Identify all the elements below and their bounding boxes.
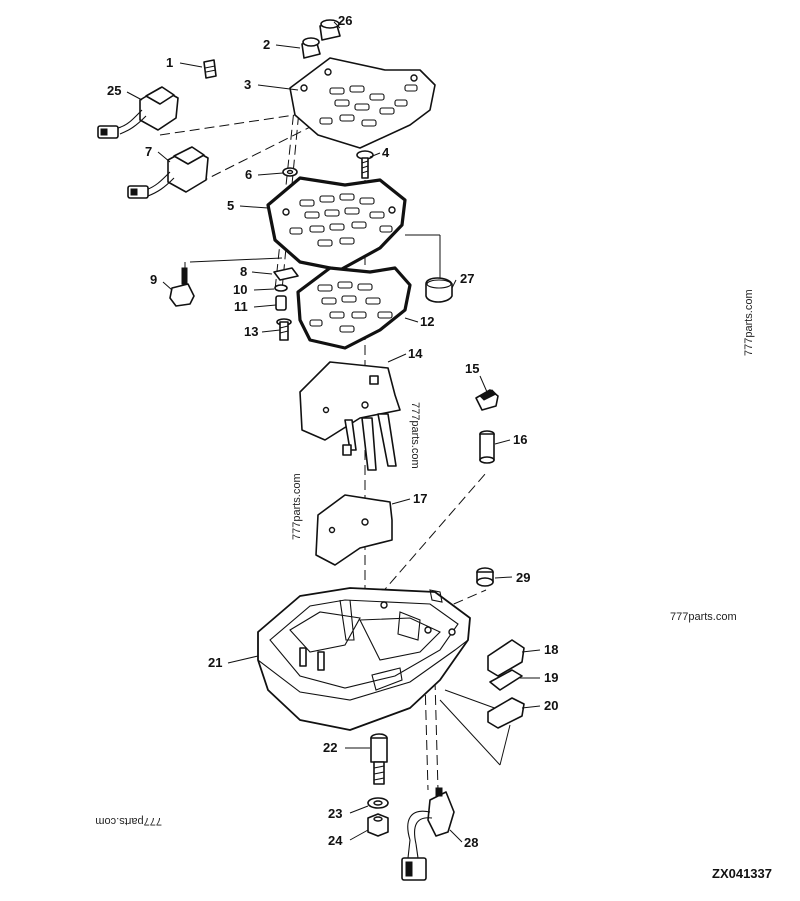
callout-18: 18 <box>544 642 558 657</box>
drawing-code: ZX041337 <box>712 866 772 881</box>
callout-11: 11 <box>234 299 248 314</box>
watermark-center-vertical-a: 777parts.com <box>291 473 303 540</box>
callout-2: 2 <box>263 37 270 52</box>
callout-25: 25 <box>107 83 121 98</box>
part-11-spacer <box>275 295 287 311</box>
part-8-bracket <box>273 267 299 281</box>
callout-3: 3 <box>244 77 251 92</box>
part-22-stud <box>370 733 388 785</box>
part-23-washer <box>367 797 389 809</box>
part-10-washer <box>274 284 288 292</box>
callout-12: 12 <box>420 314 434 329</box>
part-13-bolt <box>276 318 292 341</box>
part-25-switch-harness <box>97 86 179 139</box>
watermark-center-vertical-b: 777parts.com <box>409 402 421 469</box>
leader-lines <box>126 21 541 843</box>
callout-labels: 1 2 3 4 5 6 7 8 9 10 11 12 13 14 15 16 1… <box>107 13 558 850</box>
callout-28: 28 <box>464 835 478 850</box>
callout-4: 4 <box>382 145 390 160</box>
part-5-gasket <box>266 176 407 272</box>
callout-7: 7 <box>145 144 152 159</box>
callout-19: 19 <box>544 670 558 685</box>
callout-14: 14 <box>408 346 423 361</box>
part-2-cap <box>301 37 321 59</box>
callout-16: 16 <box>513 432 527 447</box>
callout-10: 10 <box>233 282 247 297</box>
part-3-top-plate <box>289 57 436 149</box>
part-20-pad <box>487 697 525 729</box>
callout-27: 27 <box>460 271 474 286</box>
callout-8: 8 <box>240 264 247 279</box>
part-4-screw <box>356 150 374 179</box>
callout-1: 1 <box>166 55 173 70</box>
part-17-plate <box>315 494 393 566</box>
callout-13: 13 <box>244 324 258 339</box>
part-26-cap <box>319 19 341 41</box>
callout-17: 17 <box>413 491 427 506</box>
callout-22: 22 <box>323 740 337 755</box>
callout-21: 21 <box>208 655 222 670</box>
part-12-gasket <box>296 266 412 350</box>
part-28-sensor-harness <box>401 787 455 881</box>
part-14-bracket-plate <box>299 361 401 471</box>
watermarks: 777parts.com 777parts.com 777parts.com 7… <box>95 289 755 827</box>
part-18-pad <box>487 639 525 677</box>
watermark-right-vertical: 777parts.com <box>743 289 755 356</box>
part-19-pad <box>489 669 523 691</box>
callout-24: 24 <box>328 833 343 848</box>
callout-29: 29 <box>516 570 530 585</box>
callout-26: 26 <box>338 13 352 28</box>
watermark-right-horizontal: 777parts.com <box>670 611 737 623</box>
part-15-clip <box>475 389 499 411</box>
part-9-sensor <box>169 267 195 307</box>
watermark-bottom-left-mirrored: 777parts.com <box>95 815 162 827</box>
callout-5: 5 <box>227 198 234 213</box>
part-29-cap <box>476 567 494 587</box>
part-16-sleeve <box>479 430 495 464</box>
part-7-switch-harness <box>127 146 209 199</box>
callout-23: 23 <box>328 806 342 821</box>
part-1-fitting <box>203 59 217 79</box>
part-6-washer <box>282 167 298 177</box>
callout-15: 15 <box>465 361 479 376</box>
part-27-cap <box>425 277 453 303</box>
callout-20: 20 <box>544 698 558 713</box>
part-21-housing <box>257 587 471 731</box>
callout-6: 6 <box>245 167 252 182</box>
part-24-nut <box>367 813 389 837</box>
callout-9: 9 <box>150 272 157 287</box>
